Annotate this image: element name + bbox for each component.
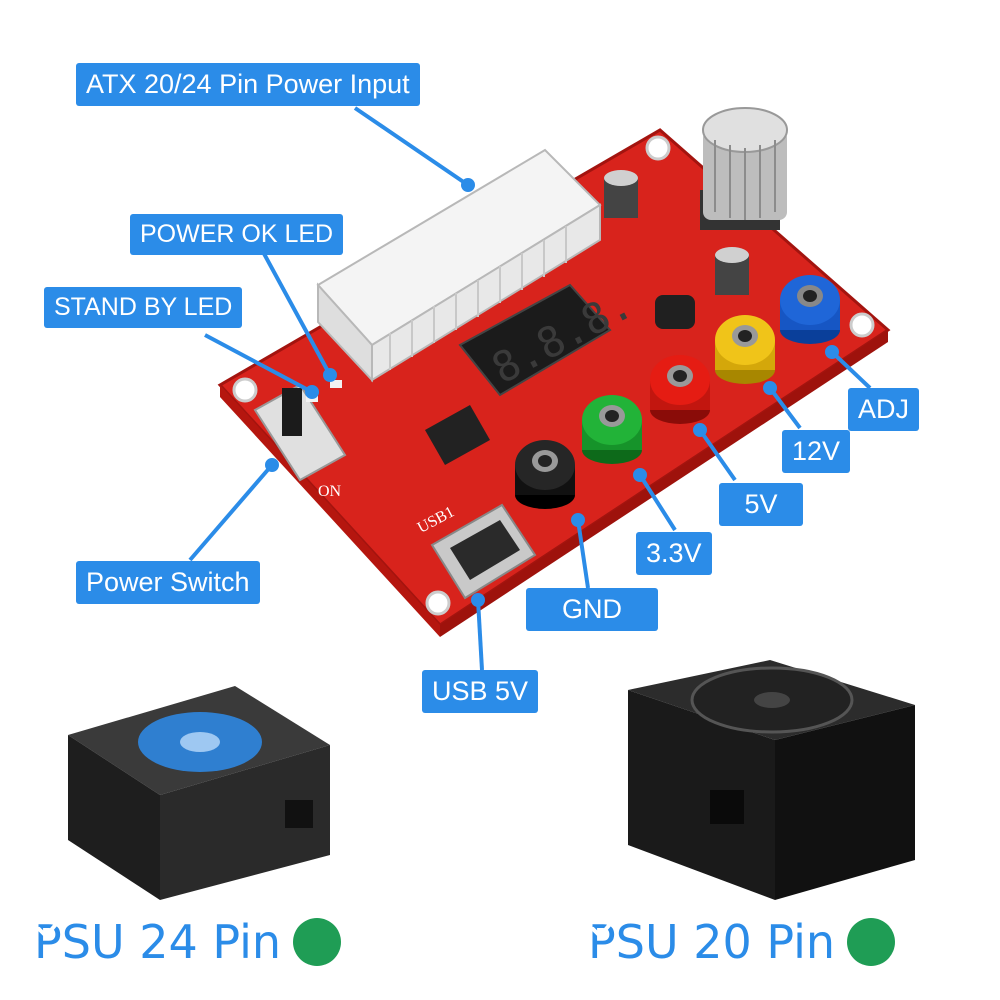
check-circle-icon <box>37 918 342 966</box>
psu-20pin-image <box>628 660 915 900</box>
mount-hole-icon <box>849 312 875 338</box>
power-switch-body: ON <box>253 383 347 500</box>
compat-text: PSU 20 Pin <box>588 915 836 969</box>
label-5v: 5V <box>719 483 803 526</box>
label-usb-5v: USB 5V <box>422 670 539 713</box>
ic-chip <box>425 405 490 465</box>
compat-psu-20pin: PSU 20 Pin <box>588 915 896 969</box>
socket-adj <box>780 275 840 344</box>
check-circle-icon <box>591 918 896 966</box>
label-atx-input: ATX 20/24 Pin Power Input <box>76 63 420 106</box>
mount-hole-icon <box>645 135 671 161</box>
capacitor-icon <box>604 170 749 295</box>
mount-hole-icon <box>232 377 258 403</box>
compat-psu-24pin: PSU 24 Pin <box>34 915 342 969</box>
label-12v: 12V <box>782 430 851 473</box>
inductor-icon <box>655 295 695 329</box>
label-power-switch: Power Switch <box>76 561 260 604</box>
label-gnd: GND <box>526 588 658 631</box>
socket-gnd <box>515 440 575 509</box>
switch-on-silkscreen: ON <box>318 483 342 500</box>
label-adj: ADJ <box>848 388 920 431</box>
socket-5v <box>650 355 710 424</box>
power-ok-led <box>330 380 342 388</box>
adjust-knob <box>700 107 788 230</box>
socket-3v3 <box>582 395 642 464</box>
label-stand-by-led: STAND BY LED <box>44 287 243 328</box>
socket-12v <box>715 315 775 384</box>
compat-text: PSU 24 Pin <box>34 915 282 969</box>
psu-24pin-image <box>68 686 330 900</box>
atx-connector <box>316 148 602 383</box>
mount-hole-icon <box>425 590 451 616</box>
label-power-ok-led: POWER OK LED <box>130 214 344 255</box>
label-3v3: 3.3V <box>636 532 712 575</box>
